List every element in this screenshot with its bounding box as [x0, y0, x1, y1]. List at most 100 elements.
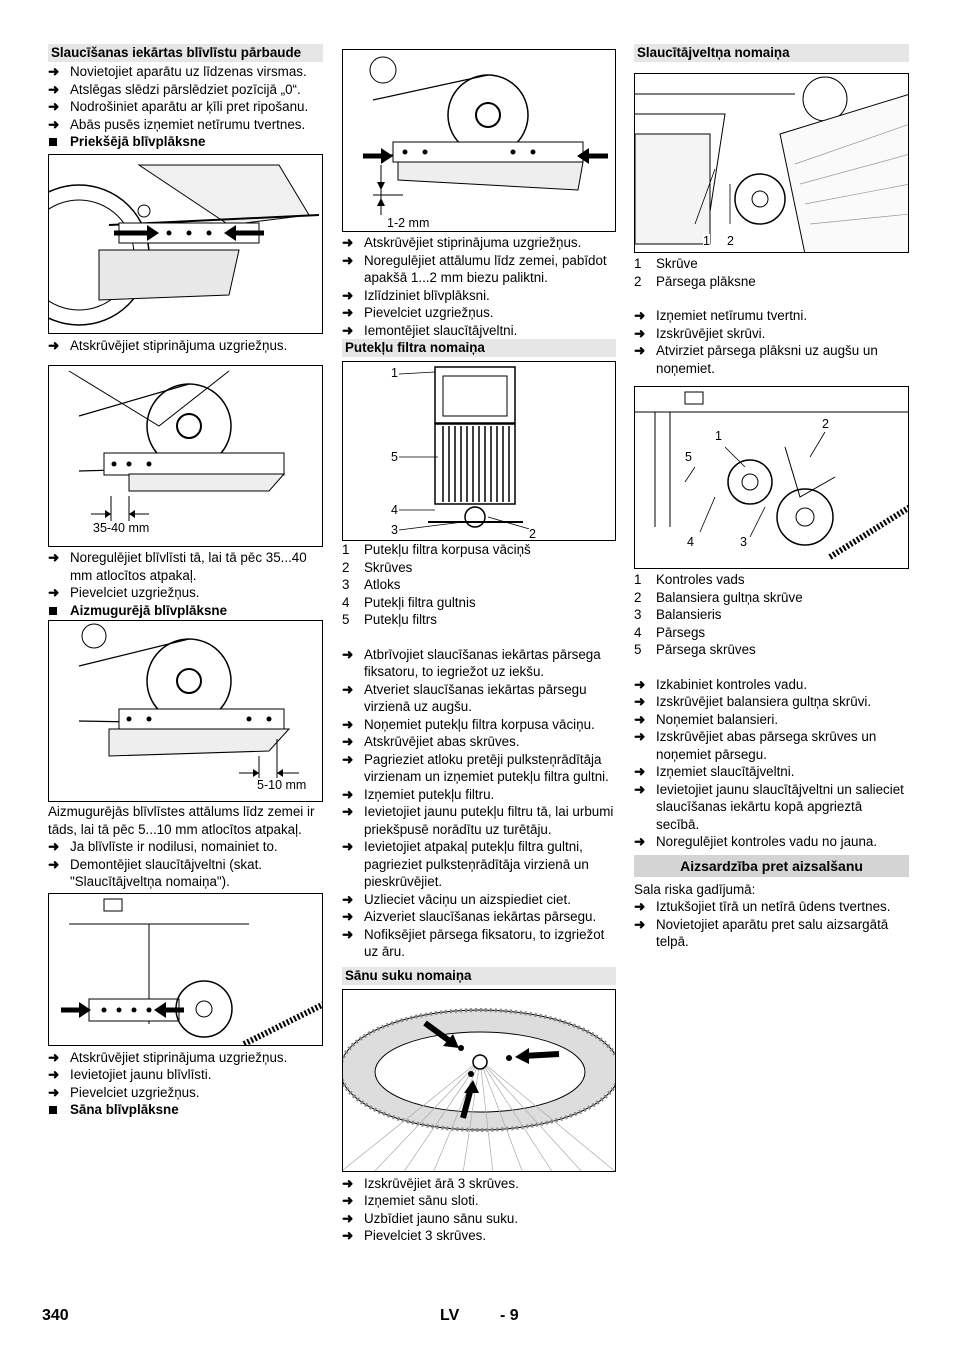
step: ➜Pievelciet uzgriežņus. — [48, 1084, 200, 1100]
arrow-right-icon: ➜ — [342, 926, 354, 942]
figure-callout: 1 — [703, 234, 710, 248]
figure-dimension-label: 1-2 mm — [387, 216, 430, 230]
figure-callout: 1 — [391, 366, 398, 380]
step: ➜Izskrūvējiet abas pārsega skrūves un no… — [634, 729, 877, 762]
step: ➜Atveriet slaucīšanas iekārtas pārsegu v… — [342, 681, 587, 715]
figure-roller-cover: 1 2 — [634, 73, 909, 253]
step: ➜Atskrūvējiet stiprinājuma uzgriežņus. — [48, 337, 288, 353]
arrow-right-icon: ➜ — [634, 916, 646, 932]
figure-front-adjust: 35-40 mm — [48, 365, 323, 547]
step: ➜Izskrūvējiet ārā 3 skrūves. — [342, 1175, 519, 1191]
arrow-right-icon: ➜ — [48, 1084, 60, 1100]
arrow-right-icon: ➜ — [342, 681, 354, 697]
arrow-right-icon: ➜ — [342, 322, 354, 338]
arrow-right-icon: ➜ — [342, 1228, 354, 1243]
step: ➜Izņemiet slaucītājveltni. — [634, 764, 795, 779]
arrow-right-icon: ➜ — [48, 337, 60, 353]
figure-side-brush — [342, 988, 616, 1172]
step: ➜Noregulējiet attālumu līdz zemei, pabīd… — [342, 252, 607, 286]
figure-callout: 4 — [391, 503, 398, 517]
step: ➜Noregulējiet blīvlīsti tā, lai tā pēc 3… — [48, 550, 307, 583]
step: ➜Ja blīvlīste ir nodilusi, nomainiet to. — [48, 839, 278, 854]
figure-front-sealing-plate — [48, 153, 323, 334]
column-1: Slaucīšanas iekārtas blīvlīstu pārbaude … — [48, 44, 323, 1119]
figure-dust-filter: 1 5 4 3 2 — [342, 361, 616, 541]
section-heading-major: Aizsardzība pret aizsalšanu — [634, 854, 909, 877]
step: ➜Izlīdziniet blīvplāksni. — [342, 287, 490, 303]
figure-dimension-label: 5-10 mm — [257, 778, 307, 792]
bullet-item: Sāna blīvplāksne — [48, 1101, 323, 1119]
arrow-right-icon: ➜ — [634, 899, 646, 914]
paragraph: Aizmugurējās blīvlīstes attālums līdz ze… — [48, 804, 315, 837]
arrow-right-icon: ➜ — [634, 764, 646, 779]
arrow-right-icon: ➜ — [342, 909, 354, 924]
step: ➜Atskrūvējiet abas skrūves. — [342, 734, 520, 749]
step: ➜Noņemiet balansieri. — [634, 711, 779, 727]
step: ➜Izņemiet sānu sloti. — [342, 1193, 479, 1208]
figure-callout: 4 — [687, 535, 694, 549]
figure-callout: 3 — [391, 523, 398, 537]
section-heading: Sānu suku nomaiņa — [342, 966, 616, 985]
figure-callout: 2 — [529, 527, 536, 541]
step: ➜Ievietojiet jaunu putekļu filtru tā, la… — [342, 804, 614, 837]
step: ➜Pievelciet uzgriežņus. — [342, 305, 494, 320]
arrow-right-icon: ➜ — [342, 235, 354, 250]
section-heading: Slaucītājveltņa nomaiņa — [634, 44, 909, 62]
step: ➜Uzbīdiet jauno sānu suku. — [342, 1210, 519, 1226]
arrow-right-icon: ➜ — [342, 804, 354, 819]
figure-roller-removal: 1 2 5 4 3 — [634, 386, 909, 569]
step: ➜Iztukšojiet tīrā un netīrā ūdens tvertn… — [634, 899, 891, 914]
step: ➜Noņemiet putekļu filtra korpusa vāciņu. — [342, 716, 595, 732]
step: ➜Nofiksējiet pārsega fiksatoru, to izgri… — [342, 926, 605, 960]
figure-dimension-label: 35-40 mm — [93, 521, 150, 535]
step: ➜Ievietojiet jaunu blīvlīsti. — [48, 1067, 212, 1082]
arrow-right-icon: ➜ — [48, 839, 60, 854]
arrow-right-icon: ➜ — [634, 781, 646, 797]
arrow-right-icon: ➜ — [342, 734, 354, 749]
arrow-right-icon: ➜ — [342, 716, 354, 732]
step: ➜Atvirziet pārsega plāksni uz augšu un n… — [634, 343, 878, 376]
square-bullet-icon — [49, 1106, 57, 1114]
arrow-right-icon: ➜ — [342, 305, 354, 320]
step: ➜Aizveriet slaucīšanas iekārtas pārsegu. — [342, 909, 597, 924]
step: ➜Uzlieciet vāciņu un aizspiediet ciet. — [342, 891, 571, 907]
step: ➜Izkabiniet kontroles vadu. — [634, 676, 808, 692]
arrow-right-icon: ➜ — [48, 64, 60, 79]
arrow-right-icon: ➜ — [48, 550, 60, 565]
step: ➜Pievelciet 3 skrūves. — [342, 1228, 487, 1243]
arrow-right-icon: ➜ — [342, 646, 354, 662]
section-heading: Putekļu filtra nomaiņa — [342, 339, 616, 357]
arrow-right-icon: ➜ — [634, 676, 646, 692]
step: ➜Iemontējiet slaucītājveltni. — [342, 322, 518, 338]
section-heading: Slaucīšanas iekārtas blīvlīstu pārbaude — [48, 44, 323, 62]
arrow-right-icon: ➜ — [48, 116, 60, 132]
arrow-right-icon: ➜ — [48, 856, 60, 872]
arrow-right-icon: ➜ — [634, 325, 646, 341]
step: ➜Nodrošiniet aparātu ar ķīli pret ripoša… — [48, 99, 309, 114]
square-bullet-icon — [49, 138, 57, 146]
paragraph: Sala riska gadījumā: — [634, 881, 756, 897]
arrow-right-icon: ➜ — [342, 1175, 354, 1191]
step: ➜Novietojiet aparātu uz līdzenas virsmas… — [48, 64, 307, 79]
step: ➜Noregulējiet kontroles vadu no jauna. — [634, 834, 878, 849]
step: ➜Atbrīvojiet slaucīšanas iekārtas pārseg… — [342, 646, 601, 680]
figure-side-sealing — [48, 892, 323, 1046]
step: ➜Abās pusēs izņemiet netīrumu tvertnes. — [48, 116, 306, 132]
arrow-right-icon: ➜ — [48, 1049, 60, 1065]
arrow-right-icon: ➜ — [48, 1067, 60, 1082]
arrow-right-icon: ➜ — [342, 287, 354, 303]
arrow-right-icon: ➜ — [342, 252, 354, 268]
arrow-right-icon: ➜ — [342, 1193, 354, 1208]
